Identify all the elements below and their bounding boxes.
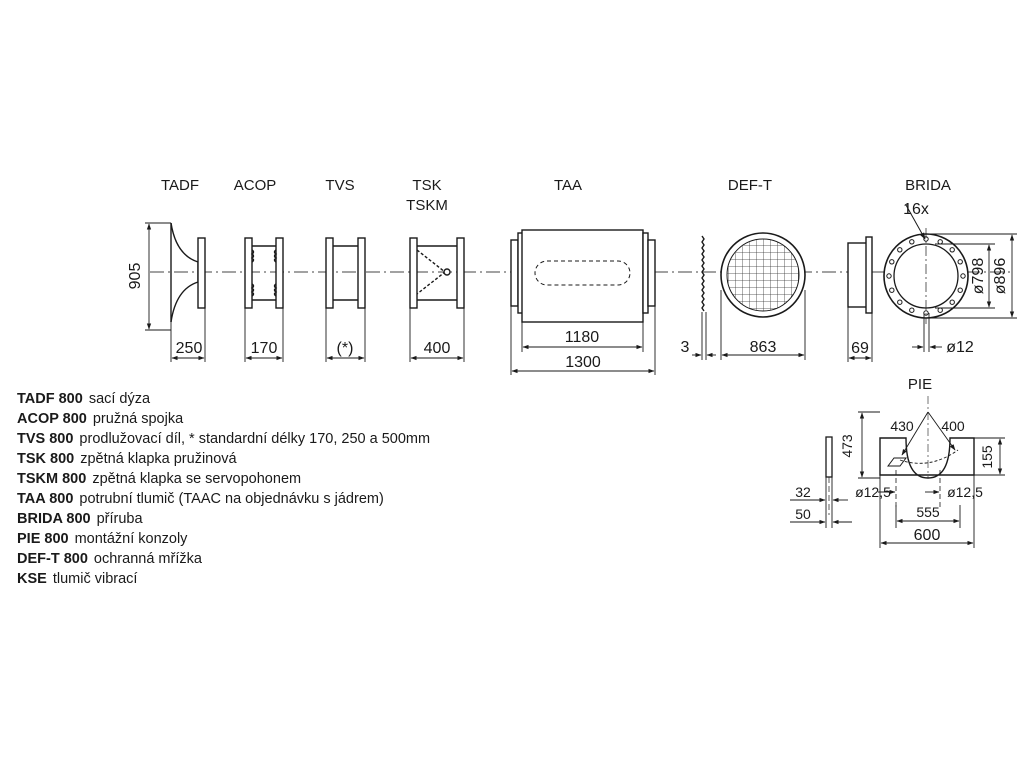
pie-bottom-dims xyxy=(790,475,975,548)
legend-description: tlumič vibrací xyxy=(52,571,138,587)
acop-joint xyxy=(244,237,284,309)
dim-pie-400: 400 xyxy=(941,418,965,434)
dim-tadf-width: 250 xyxy=(176,340,203,357)
legend-description: pružná spojka xyxy=(92,411,184,427)
taa-silencer xyxy=(510,229,656,323)
legend-description: zpětná klapka pružinová xyxy=(80,451,237,467)
tsk-valve xyxy=(409,237,465,309)
pie-radii xyxy=(899,396,959,478)
brida-front xyxy=(883,204,969,324)
legend-item: TVS 800 prodlužovací díl, * standardní dé… xyxy=(17,429,617,449)
legend-item: PIE 800 montážní konzoly xyxy=(17,529,617,549)
legend-code: TADF 800 xyxy=(17,391,83,407)
label-tvs: TVS xyxy=(325,177,354,194)
brida-side-dim xyxy=(847,307,873,362)
dim-pie-155: 155 xyxy=(979,445,995,469)
legend-item: BRIDA 800 příruba xyxy=(17,509,617,529)
tvs-width-dim xyxy=(325,308,366,362)
legend-description: sací dýza xyxy=(88,391,151,407)
legend-item: DEF-T 800 ochranná mřížka xyxy=(17,549,617,569)
acop-width-dim xyxy=(244,308,284,362)
dim-brida-width: 69 xyxy=(851,340,869,357)
dim-acop-width: 170 xyxy=(251,340,278,357)
legend-code: ACOP 800 xyxy=(17,411,87,427)
legend-item: TAA 800 potrubní tlumič (TAAC na objednáv… xyxy=(17,489,617,509)
dim-brida-dia-inner: ø798 xyxy=(970,258,987,295)
dim-tadf-height: 905 xyxy=(127,263,144,290)
label-deft: DEF-T xyxy=(728,177,772,194)
label-tskm: TSKM xyxy=(406,197,448,214)
deft-dims xyxy=(692,290,806,360)
legend-code: KSE xyxy=(17,571,47,587)
tadf-height-dim xyxy=(145,222,171,331)
dim-pie-600: 600 xyxy=(914,527,941,544)
dim-deft-width: 863 xyxy=(750,339,777,356)
legend-description: zpětná klapka se servopohonem xyxy=(92,471,302,487)
legend-item: TSKM 800 zpětná klapka se servopohonem xyxy=(17,469,617,489)
dim-brida-dia-hole: ø12 xyxy=(946,339,974,356)
legend-description: montážní konzoly xyxy=(74,531,188,547)
dim-pie-555: 555 xyxy=(916,504,940,520)
legend-code: TSKM 800 xyxy=(17,471,87,487)
legend-code: BRIDA 800 xyxy=(17,511,91,527)
label-taa: TAA xyxy=(554,177,582,194)
legend-description: příruba xyxy=(96,511,143,527)
tsk-width-dim xyxy=(409,308,465,362)
legend-description: ochranná mřížka xyxy=(93,551,202,567)
dim-pie-hole-a: ø12,5 xyxy=(855,484,891,500)
dim-brida-dia-outer: ø896 xyxy=(992,258,1009,295)
pie-height-dims xyxy=(858,411,1005,479)
legend-code: DEF-T 800 xyxy=(17,551,88,567)
dim-pie-hole-b: ø12,5 xyxy=(947,484,983,500)
legend-item: TADF 800 sací dýza xyxy=(17,389,617,409)
legend-item: ACOP 800 pružná spojka xyxy=(17,409,617,429)
label-tsk: TSK xyxy=(412,177,441,194)
brida-holes: 16x xyxy=(903,201,929,218)
dim-deft-grid: 3 xyxy=(681,339,690,356)
taa-dims xyxy=(510,306,656,375)
label-acop: ACOP xyxy=(234,177,277,194)
dim-pie-473: 473 xyxy=(839,434,855,458)
dim-pie-50: 50 xyxy=(795,506,811,522)
dim-pie-32: 32 xyxy=(795,484,811,500)
label-brida: BRIDA xyxy=(905,177,951,194)
legend-description: potrubní tlumič (TAAC na objednávku s já… xyxy=(79,491,384,507)
tvs-extension xyxy=(325,237,366,309)
legend-description: prodlužovací díl, * standardní délky 170… xyxy=(79,431,431,447)
legend-item: KSE tlumič vibrací xyxy=(17,569,617,589)
label-tadf: TADF xyxy=(161,177,199,194)
dim-tsk-width: 400 xyxy=(424,340,451,357)
legend-code: TSK 800 xyxy=(17,451,75,467)
tadf-width-dim xyxy=(170,308,206,362)
brida-dia-dims xyxy=(912,233,1017,352)
dim-pie-430: 430 xyxy=(890,418,914,434)
brida-side xyxy=(847,236,873,314)
tadf-nozzle xyxy=(170,222,206,323)
dim-taa-inner: 1180 xyxy=(565,329,600,346)
pie-side-view xyxy=(825,436,833,515)
legend-code: PIE 800 xyxy=(17,531,69,547)
dim-tvs-width: (*) xyxy=(337,340,354,357)
legend-code: TAA 800 xyxy=(17,491,74,507)
deft-grid xyxy=(701,232,806,318)
dim-taa-outer: 1300 xyxy=(565,354,601,371)
legend-code: TVS 800 xyxy=(17,431,74,447)
label-pie: PIE xyxy=(908,376,932,393)
legend-item: TSK 800 zpětná klapka pružinová xyxy=(17,449,617,469)
